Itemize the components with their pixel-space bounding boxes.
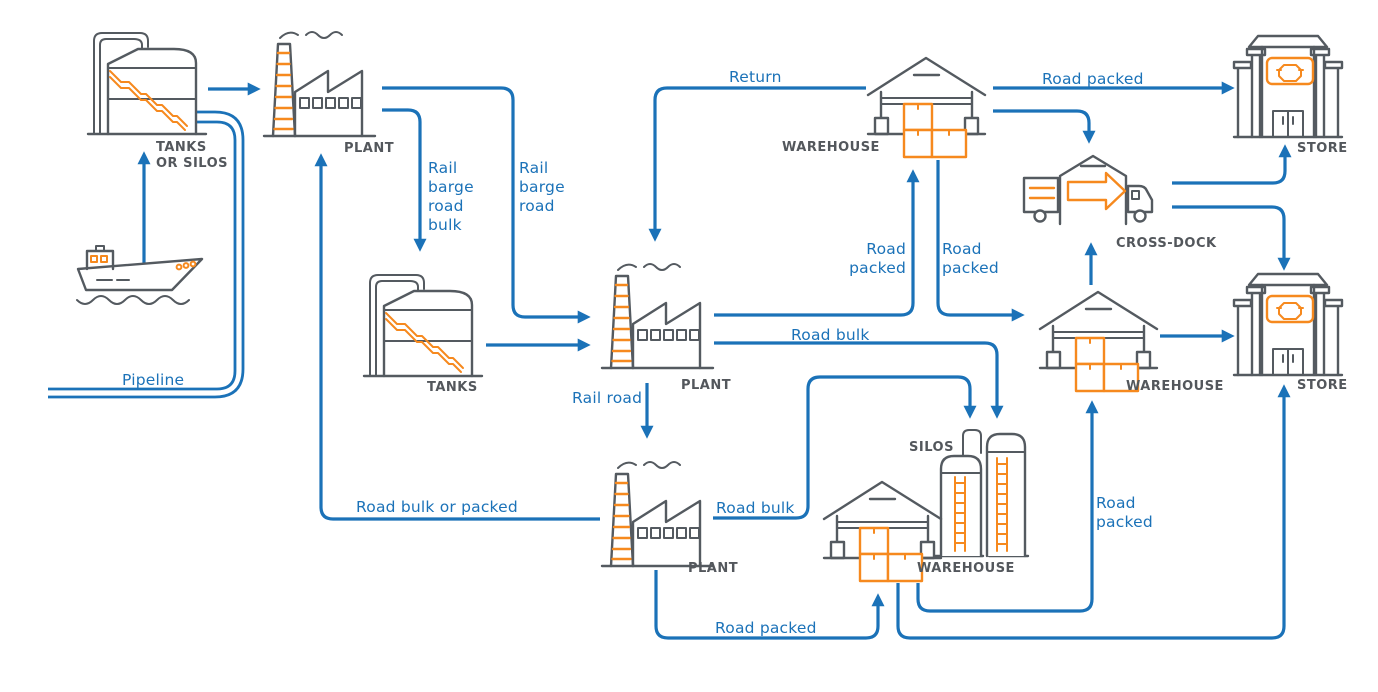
edge-cross-dock-to-store-top (1172, 144, 1292, 185)
ship-icon (75, 244, 204, 306)
plant-icon (600, 460, 715, 568)
edge-label-road-packed-bottom: Road packed (715, 619, 817, 637)
edge-plant-center-to-warehouse-top (714, 169, 920, 317)
edge-plant-bottom-road-bulk (713, 375, 977, 520)
edge-cross-dock-to-store-right (1172, 205, 1291, 271)
edge-plant-bottom-to-plant-top (314, 153, 600, 521)
plant-icon (600, 262, 715, 370)
node-label-plant-bottom: PLANT (688, 561, 739, 576)
edge-label-road-packed-top: Road packed (1042, 70, 1144, 88)
edge-label-rail-barge-road-bulk: Rail barge road bulk (428, 159, 474, 234)
edge-plant-bottom-to-warehouse-bottom (654, 570, 885, 640)
edge-plant-center-road-bulk (714, 341, 1004, 419)
store-icon (1232, 34, 1344, 139)
node-label-warehouse-top: WAREHOUSE (782, 140, 880, 155)
edge-warehouse-top-to-cross-dock (993, 109, 1096, 144)
node-label-plant-center: PLANT (681, 378, 732, 393)
node-label-warehouse-right: WAREHOUSE (1126, 379, 1224, 394)
edge-plant-top-to-tanks (382, 108, 427, 252)
edge-label-rail-barge-road: Rail barge road (519, 159, 565, 215)
edge-label-road-bulk-center: Road bulk (791, 326, 870, 344)
node-label-cross-dock: CROSS-DOCK (1116, 236, 1217, 251)
edge-warehouse-top-return (648, 86, 866, 242)
store-icon (1232, 272, 1344, 377)
edge-label-road-packed-right: Road packed (1096, 494, 1153, 531)
node-label-silos: SILOS (909, 440, 954, 455)
edge-label-road-bulk-bottom: Road bulk (716, 499, 795, 517)
node-label-tanks-or-silos: TANKS OR SILOS (156, 140, 229, 171)
plant-icon (262, 30, 377, 138)
warehouse-icon (1038, 290, 1159, 393)
warehouse-icon (866, 56, 987, 159)
edge-label-road-packed-up: Road packed (849, 240, 906, 277)
edge-label-rail-road: Rail road (572, 389, 643, 407)
node-label-store-top: STORE (1297, 141, 1348, 156)
edge-label-pipeline: Pipeline (122, 371, 185, 389)
edge-label-road-bulk-or-packed: Road bulk or packed (356, 498, 518, 516)
edge-warehouse-bottom-to-store-right (896, 384, 1291, 640)
tank-icon (362, 273, 484, 378)
cross-dock-icon (1022, 154, 1154, 226)
edge-plant-top-to-plant-center (382, 86, 591, 324)
edge-label-road-packed-down: Road packed (942, 240, 999, 277)
edge-label-return: Return (729, 68, 782, 86)
edge-pipeline-outer (48, 110, 245, 399)
edge-warehouse-bottom-to-warehouse-right (916, 400, 1099, 613)
tank-icon (86, 31, 208, 136)
node-label-plant-top: PLANT (344, 141, 395, 156)
node-label-tanks: TANKS (427, 380, 478, 395)
edge-warehouse-top-to-warehouse-right (936, 160, 1025, 322)
edge-pipeline-inner (48, 120, 237, 391)
connector-layer (48, 81, 1292, 640)
node-label-store-right: STORE (1297, 378, 1348, 393)
node-label-warehouse-bottom: WAREHOUSE (917, 561, 1015, 576)
